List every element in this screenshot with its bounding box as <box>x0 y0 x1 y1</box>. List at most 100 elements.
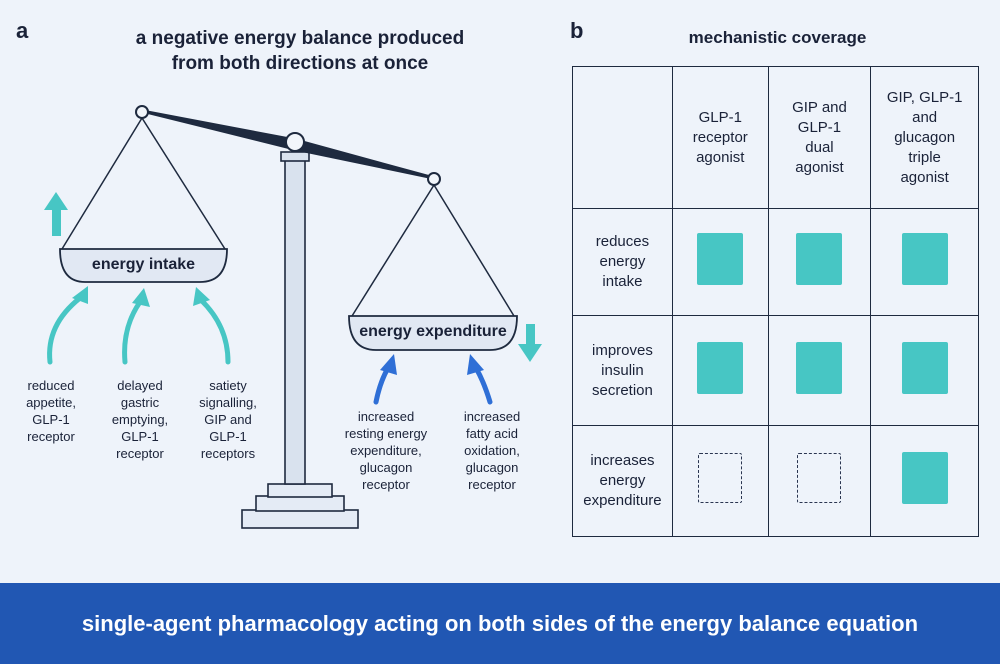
coverage-cell <box>767 315 872 426</box>
panel-a-title-line1: a negative energy balance produced <box>135 28 465 49</box>
row-line: intake <box>602 273 643 290</box>
header-line: agonist <box>696 148 745 166</box>
panel-a-letter: a <box>16 18 29 43</box>
row-header-intake: reduces energy intake <box>572 208 673 316</box>
energy-intake-label: energy intake <box>91 256 196 273</box>
footer-text: single-agent pharmacology acting on both… <box>81 610 919 636</box>
coverage-empty-square <box>698 453 743 503</box>
expenditure-arrow-2 <box>473 365 493 405</box>
scale-pivot <box>285 132 305 152</box>
row-line: energy <box>599 253 646 270</box>
intake-arrow-1 <box>47 295 83 365</box>
coverage-cell <box>870 208 979 316</box>
mech-line: receptor <box>468 477 516 492</box>
mech-line: increased <box>357 409 415 424</box>
row-line: increases <box>590 452 655 469</box>
arrow-up-icon <box>44 192 68 236</box>
coverage-filled-square <box>901 452 948 504</box>
mech-line: receptor <box>27 429 75 444</box>
expenditure-mechanism-fatty-acid: increased fatty acid oxidation, glucagon… <box>444 408 540 493</box>
mech-line: gastric <box>120 395 160 410</box>
right-hanger-knob <box>427 172 441 186</box>
coverage-table: GLP-1 receptor agonist GIP and GLP-1 dua… <box>572 66 979 537</box>
intake-mechanism-gastric: delayed gastric emptying, GLP-1 receptor <box>92 377 188 462</box>
balance-scale <box>44 105 542 529</box>
header-line: and <box>912 108 938 126</box>
table-row: increases energy expenditure <box>572 425 979 537</box>
mech-line: expenditure, <box>350 443 422 458</box>
coverage-filled-square <box>901 233 948 285</box>
header-line: GLP-1 <box>797 118 842 136</box>
mech-line: receptor <box>116 446 164 461</box>
energy-expenditure-label: energy expenditure <box>359 323 507 340</box>
coverage-filled-square <box>796 341 843 394</box>
mech-line: resting energy <box>344 426 428 441</box>
scale-pillar-cap <box>280 151 310 162</box>
header-line: receptor <box>692 128 748 146</box>
mech-line: glucagon <box>359 460 413 475</box>
intake-arrow-3 <box>198 297 231 365</box>
mech-line: GLP-1 <box>121 429 159 444</box>
mech-line: fatty acid <box>465 426 519 441</box>
mech-line: emptying, <box>111 412 169 427</box>
scale-pillar <box>284 159 306 485</box>
mech-line: GLP-1 <box>32 412 70 427</box>
coverage-cell <box>767 208 872 316</box>
header-line: GLP-1 <box>698 108 742 126</box>
panel-b-title: mechanistic coverage <box>688 28 867 47</box>
left-hanger-knob <box>135 105 149 119</box>
coverage-filled-square <box>697 341 744 394</box>
mech-line: GLP-1 <box>209 429 247 444</box>
table-header-row: GLP-1 receptor agonist GIP and GLP-1 dua… <box>572 66 979 209</box>
row-line: insulin <box>601 361 644 379</box>
mech-line: receptors <box>200 446 256 461</box>
expenditure-arrow-2-head <box>467 354 484 375</box>
mech-line: receptor <box>362 477 410 492</box>
arrow-down-icon <box>518 324 542 362</box>
intake-arrow-2 <box>122 299 143 365</box>
column-header-triple: GIP, GLP-1 and glucagon triple agonist <box>870 66 979 209</box>
header-line: glucagon <box>894 128 956 146</box>
row-header-insulin: improves insulin secretion <box>572 315 673 426</box>
corner-cell <box>572 66 673 209</box>
row-line: expenditure <box>583 492 662 509</box>
intake-mechanism-satiety: satiety signalling, GIP and GLP-1 recept… <box>180 377 276 462</box>
coverage-cell <box>870 425 979 537</box>
row-line: secretion <box>592 381 653 399</box>
mech-line: GIP and <box>204 412 252 427</box>
scale-base-top <box>267 483 333 498</box>
energy-intake-pan <box>59 248 228 283</box>
coverage-cell <box>870 315 979 426</box>
row-line: improves <box>592 341 653 359</box>
panel-a-title: a negative energy balance produced from … <box>90 26 510 76</box>
mech-line: oxidation, <box>464 443 520 458</box>
coverage-cell <box>671 208 769 316</box>
table-row: improves insulin secretion <box>572 315 979 426</box>
scale-base-bottom <box>241 509 359 529</box>
intake-arrow-3-head <box>193 287 210 306</box>
header-line: triple <box>908 148 941 166</box>
header-line: GIP and <box>792 98 847 116</box>
expenditure-arrow-1-head <box>380 354 397 375</box>
mech-line: signalling, <box>199 395 257 410</box>
expenditure-arrow-1 <box>373 365 391 405</box>
row-line: reduces <box>595 233 650 250</box>
mech-line: reduced <box>27 378 75 393</box>
mech-line: increased <box>463 409 521 424</box>
column-header-glp1: GLP-1 receptor agonist <box>671 66 769 209</box>
header-line: dual <box>805 138 834 156</box>
panel-b-letter: b <box>570 18 584 43</box>
footer-banner: single-agent pharmacology acting on both… <box>0 583 1000 664</box>
scale-base-middle <box>255 495 345 512</box>
table-row: reduces energy intake <box>572 208 979 316</box>
coverage-cell <box>671 425 769 537</box>
mech-line: appetite, <box>26 395 76 410</box>
mech-line: glucagon <box>465 460 519 475</box>
row-header-expenditure: increases energy expenditure <box>572 425 673 537</box>
mech-line: delayed <box>117 378 163 393</box>
coverage-filled-square <box>697 233 744 285</box>
column-header-dual: GIP and GLP-1 dual agonist <box>767 66 872 209</box>
expenditure-mechanism-resting: increased resting energy expenditure, gl… <box>330 408 442 493</box>
mech-line: satiety <box>209 378 247 393</box>
coverage-filled-square <box>796 233 843 285</box>
